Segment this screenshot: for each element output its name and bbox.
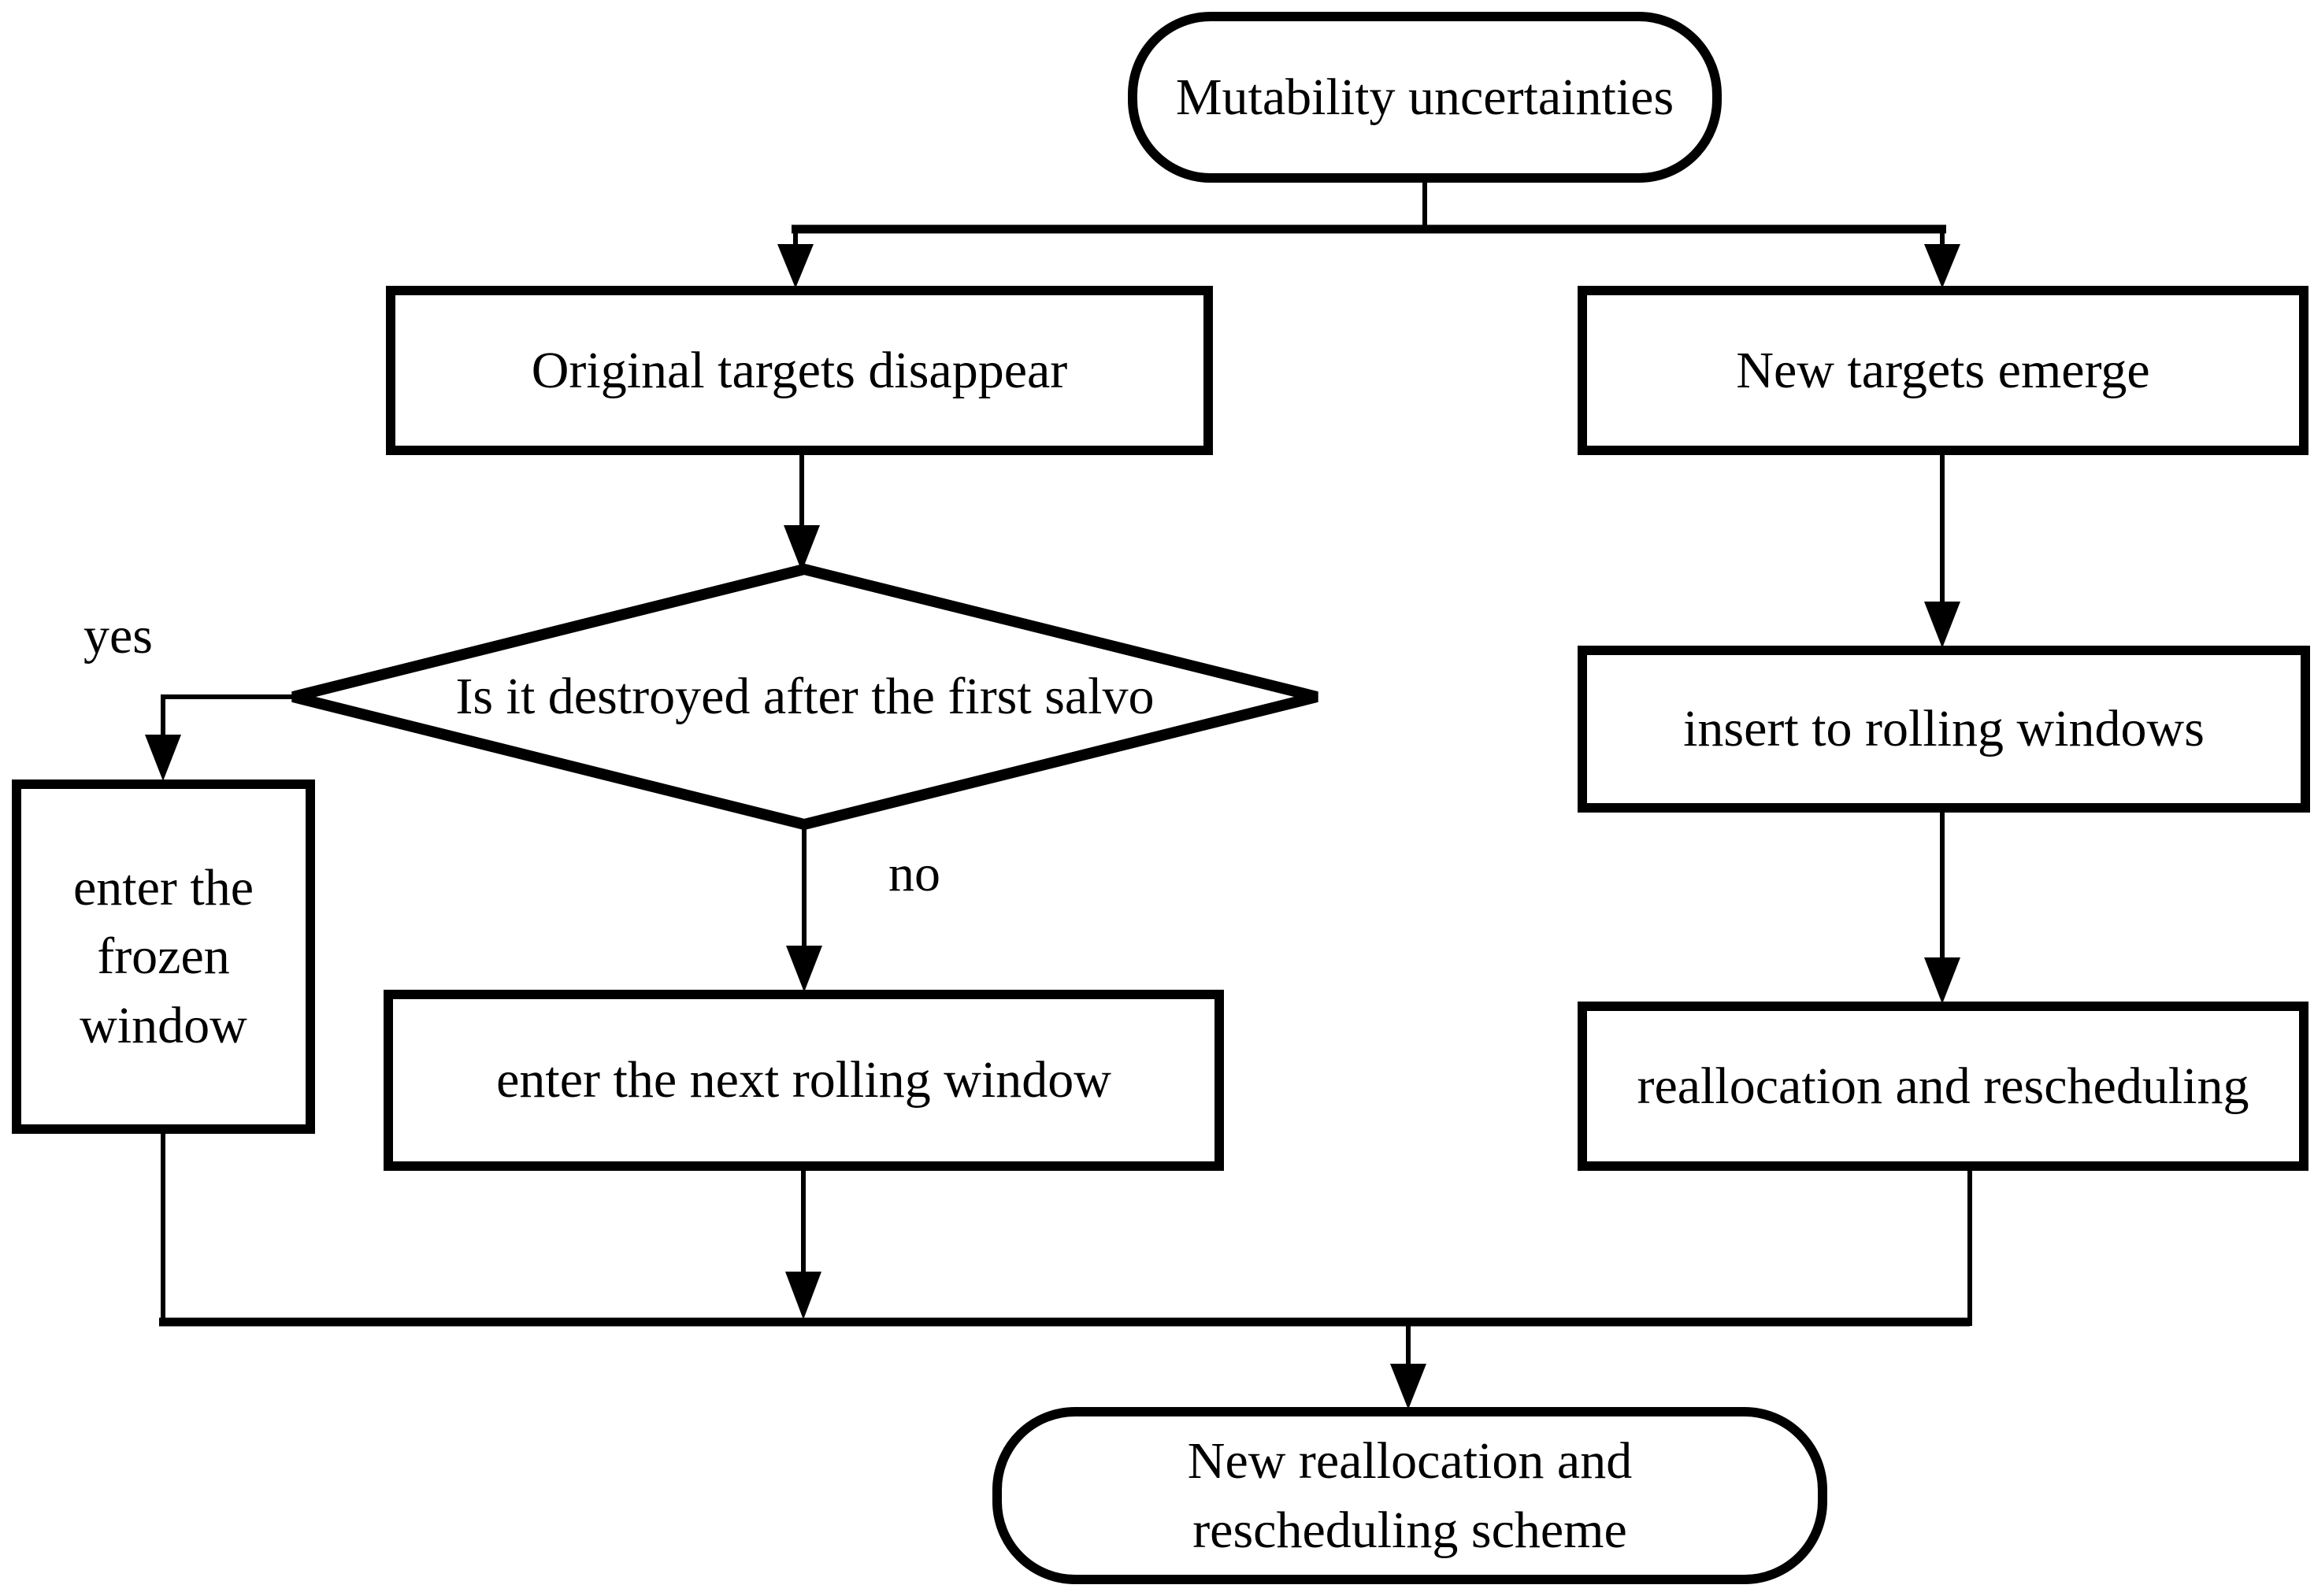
edge-label-yes: yes (83, 607, 153, 665)
arrowhead-next-rolling (786, 946, 822, 992)
node-original-targets: Original targets disappear (386, 286, 1213, 455)
node-new-targets: New targets emerge (1578, 286, 2308, 455)
node-frozen-window-label: enter the frozen window (72, 859, 254, 1054)
node-end: New reallocation and rescheduling scheme (992, 1407, 1827, 1584)
node-new-targets-label: New targets emerge (1736, 341, 2150, 399)
arrowhead-insert-rolling (1924, 602, 1960, 648)
decision-shape (291, 563, 1318, 831)
node-end-label: New reallocation and rescheduling scheme (1187, 1432, 1633, 1559)
arrowhead-end (1390, 1364, 1426, 1409)
edge-decision-yes (161, 694, 293, 739)
edge-label-no: no (888, 845, 940, 902)
arrowhead-original-targets (777, 244, 814, 288)
node-insert-rolling-windows: insert to rolling windows (1578, 646, 2310, 813)
node-insert-rolling-windows-label: insert to rolling windows (1683, 700, 2205, 758)
arrowhead-decision (784, 525, 820, 572)
node-start-label: Mutability uncertainties (1175, 68, 1674, 126)
node-start: Mutability uncertainties (1128, 12, 1722, 183)
node-next-rolling-window: enter the next rolling window (384, 990, 1224, 1171)
node-reallocation-rescheduling: reallocation and rescheduling (1578, 1002, 2308, 1171)
arrowhead-reallocation (1924, 957, 1960, 1004)
node-decision-label: Is it destroyed after the first salvo (455, 668, 1155, 725)
node-next-rolling-window-label: enter the next rolling window (496, 1051, 1111, 1109)
node-original-targets-label: Original targets disappear (531, 341, 1068, 399)
node-frozen-window: enter the frozen window (12, 779, 315, 1134)
node-reallocation-rescheduling-label: reallocation and rescheduling (1637, 1057, 2249, 1115)
arrowhead-frozen-window (145, 735, 181, 781)
arrowhead-junction (785, 1272, 821, 1320)
arrowhead-new-targets (1924, 244, 1960, 288)
